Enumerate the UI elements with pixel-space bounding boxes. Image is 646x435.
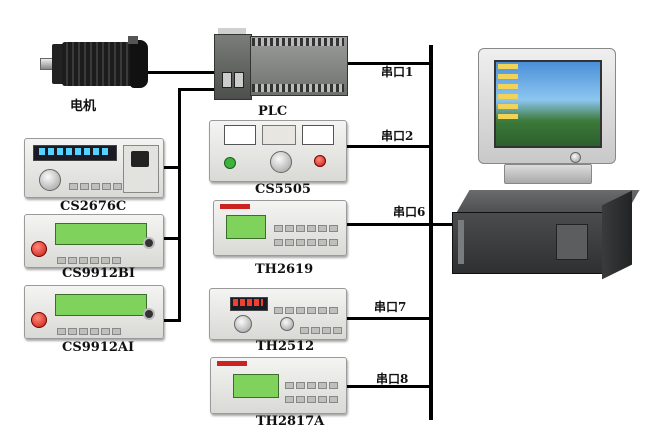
th2817a-buttons-row2 [285, 388, 340, 407]
link-plc-bus [344, 62, 432, 65]
cs9912ai-stop-button [31, 312, 47, 328]
th2619-display [226, 215, 266, 239]
cs9912bi-display [55, 223, 147, 245]
left-vertical [178, 88, 181, 322]
motor-label: 电机 [70, 99, 97, 114]
cs2676c-knob [39, 169, 61, 191]
plc-brand [218, 28, 246, 34]
cs5505-red-button [314, 155, 326, 167]
cs9912ai-jack [143, 308, 155, 320]
cs9912ai-device [24, 285, 164, 339]
plc-cpu [214, 34, 252, 100]
industrial-computer [452, 190, 640, 282]
cs5505-device [209, 120, 347, 182]
cs9912ai-display [55, 294, 147, 316]
th2512-label: TH2512 [256, 339, 315, 354]
plc-label: PLC [258, 104, 288, 119]
port-1-label: 串口1 [381, 65, 414, 79]
cs5505-center-panel [262, 125, 296, 145]
monitor-desktop-icons [498, 64, 518, 124]
cs2676c-outlet [131, 151, 149, 167]
port-8-label: 串口8 [376, 372, 409, 386]
cs2676c-readout [39, 148, 109, 155]
cs5505-green-button [224, 157, 236, 169]
cs9912bi-jack [143, 237, 155, 249]
link-cs5505-bus [346, 145, 432, 148]
monitor-power-button [570, 152, 581, 163]
link-cs9912bi [162, 237, 181, 240]
bus-vertical [429, 45, 433, 420]
cs9912bi-device [24, 214, 164, 268]
th2619-label: TH2619 [255, 262, 314, 277]
th2512-knob [234, 315, 252, 333]
th2619-brand-strip [220, 204, 250, 209]
th2817a-buttons [285, 374, 340, 393]
motor [40, 36, 150, 92]
link-th2512-bus [346, 317, 432, 320]
link-bus-server [432, 223, 462, 226]
th2619-buttons [274, 217, 340, 236]
port-2-label: 串口2 [381, 129, 414, 143]
th2817a-display [233, 374, 279, 398]
cs5505-knob [270, 151, 292, 173]
server-handle [458, 220, 464, 264]
cs2676c-device [24, 138, 164, 198]
th2512-buttons [274, 299, 340, 318]
cs2676c-buttons [69, 175, 124, 194]
port-6-label: 串口6 [393, 205, 426, 219]
th2817a-brand-strip [217, 361, 247, 366]
motor-endcap [130, 40, 148, 88]
cs2676c-label: CS2676C [60, 199, 127, 214]
port-7-label: 串口7 [374, 300, 407, 314]
cs5505-label: CS5505 [255, 182, 311, 197]
th2619-device [213, 200, 347, 256]
plc-device [214, 28, 348, 100]
motor-body [62, 42, 134, 86]
th2619-buttons-row2 [274, 231, 340, 250]
monitor [478, 48, 616, 188]
th2512-buttons-row2 [300, 319, 344, 338]
motor-flange [52, 44, 64, 84]
th2817a-label: TH2817A [256, 414, 325, 429]
plc-cpu-port [222, 72, 232, 88]
th2512-knob-2 [280, 317, 294, 331]
server-drive-bay [556, 224, 588, 260]
cs9912ai-label: CS9912AI [62, 340, 135, 355]
link-cs9912ai [162, 319, 181, 322]
cs9912bi-label: CS9912BI [62, 266, 135, 281]
link-leftbus-plc [178, 88, 218, 91]
plc-terminal-top [252, 38, 344, 46]
cs5505-meter-left [224, 125, 256, 145]
th2817a-device [210, 357, 347, 414]
cs9912bi-buttons [57, 249, 123, 268]
cs5505-meter-right [302, 125, 334, 145]
plc-terminal-bottom [252, 84, 344, 92]
cs9912ai-buttons [57, 320, 123, 339]
motor-connector [128, 36, 138, 44]
monitor-stand [504, 164, 592, 184]
cs9912bi-stop-button [31, 241, 47, 257]
link-th2817a-bus [346, 385, 432, 388]
link-motor-plc [148, 71, 216, 74]
link-cs2676c [162, 166, 181, 169]
server-side [602, 190, 632, 280]
link-th2619-bus [346, 223, 432, 226]
th2512-device [209, 288, 347, 340]
plc-cpu-port2 [234, 72, 244, 88]
th2512-readout [233, 299, 263, 306]
